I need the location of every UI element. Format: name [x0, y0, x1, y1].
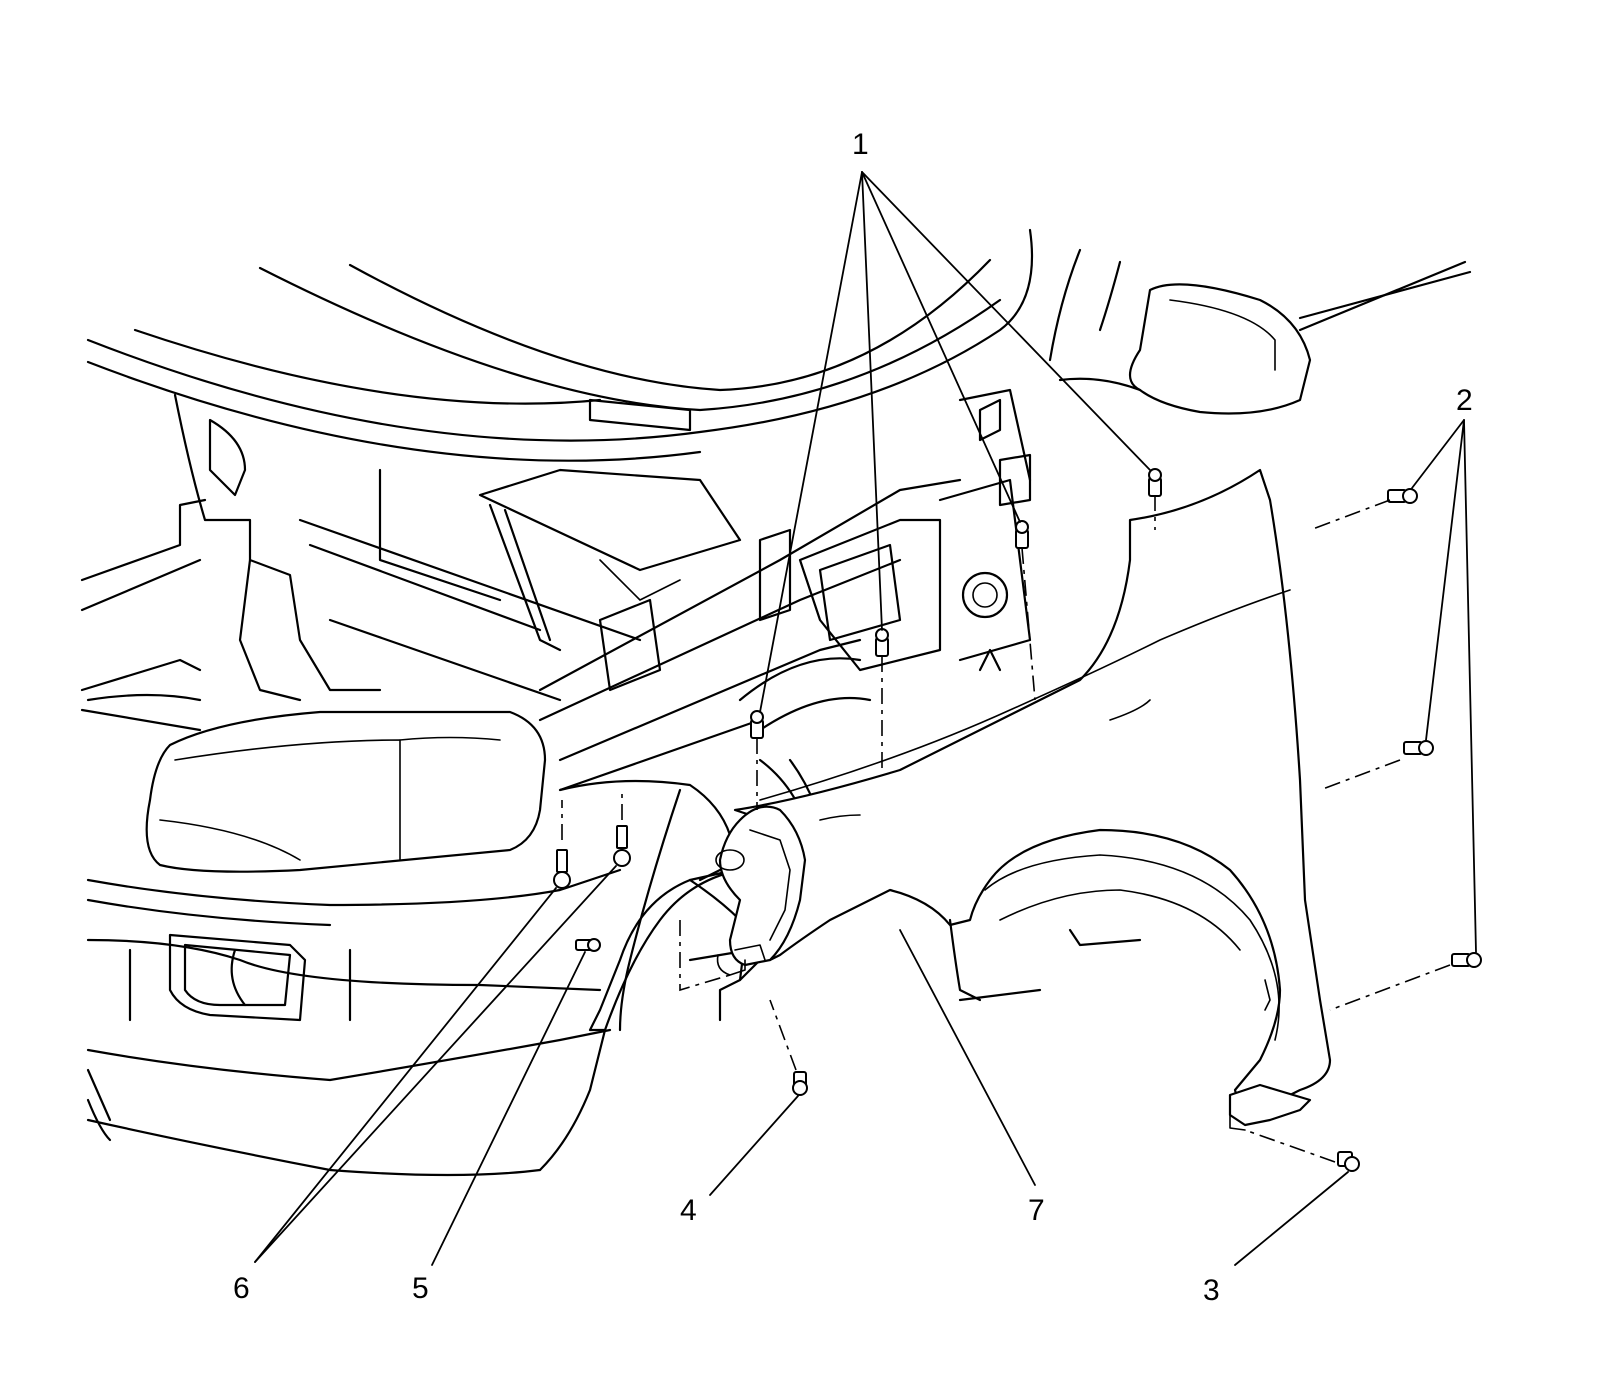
callout-7: 7 [1028, 1194, 1045, 1227]
nut-6b [613, 825, 631, 867]
radiator-support [80, 393, 642, 732]
bolt-1b [1015, 520, 1029, 549]
leader-lines [254, 171, 1477, 1266]
callout-4: 4 [680, 1194, 697, 1227]
hood-and-cowl [86, 228, 1472, 462]
callout-labels: 1 2 3 4 5 6 7 [233, 128, 1473, 1307]
nut-6a [553, 849, 571, 889]
callout-2: 2 [1456, 384, 1473, 417]
callout-1: 1 [852, 128, 869, 161]
callout-6: 6 [233, 1272, 250, 1305]
headlamp [145, 710, 547, 873]
callout-3: 3 [1203, 1274, 1220, 1307]
alignment-lines [561, 495, 1451, 1163]
fender [715, 468, 1332, 1131]
bolt-1c [875, 628, 889, 657]
bolt-3 [1337, 1151, 1360, 1172]
upper-tie-bar [478, 398, 742, 652]
headlamp-housing-structure [538, 388, 1032, 862]
bolt-4 [792, 1071, 808, 1096]
bolt-1a [1148, 468, 1162, 497]
screw-5 [575, 938, 601, 952]
bolt-1d [750, 710, 764, 739]
front-fascia [86, 868, 622, 1177]
bolt-2b [1403, 740, 1434, 756]
callout-5: 5 [412, 1272, 429, 1305]
bolt-2c [1451, 952, 1482, 968]
bolt-2a [1387, 488, 1418, 504]
